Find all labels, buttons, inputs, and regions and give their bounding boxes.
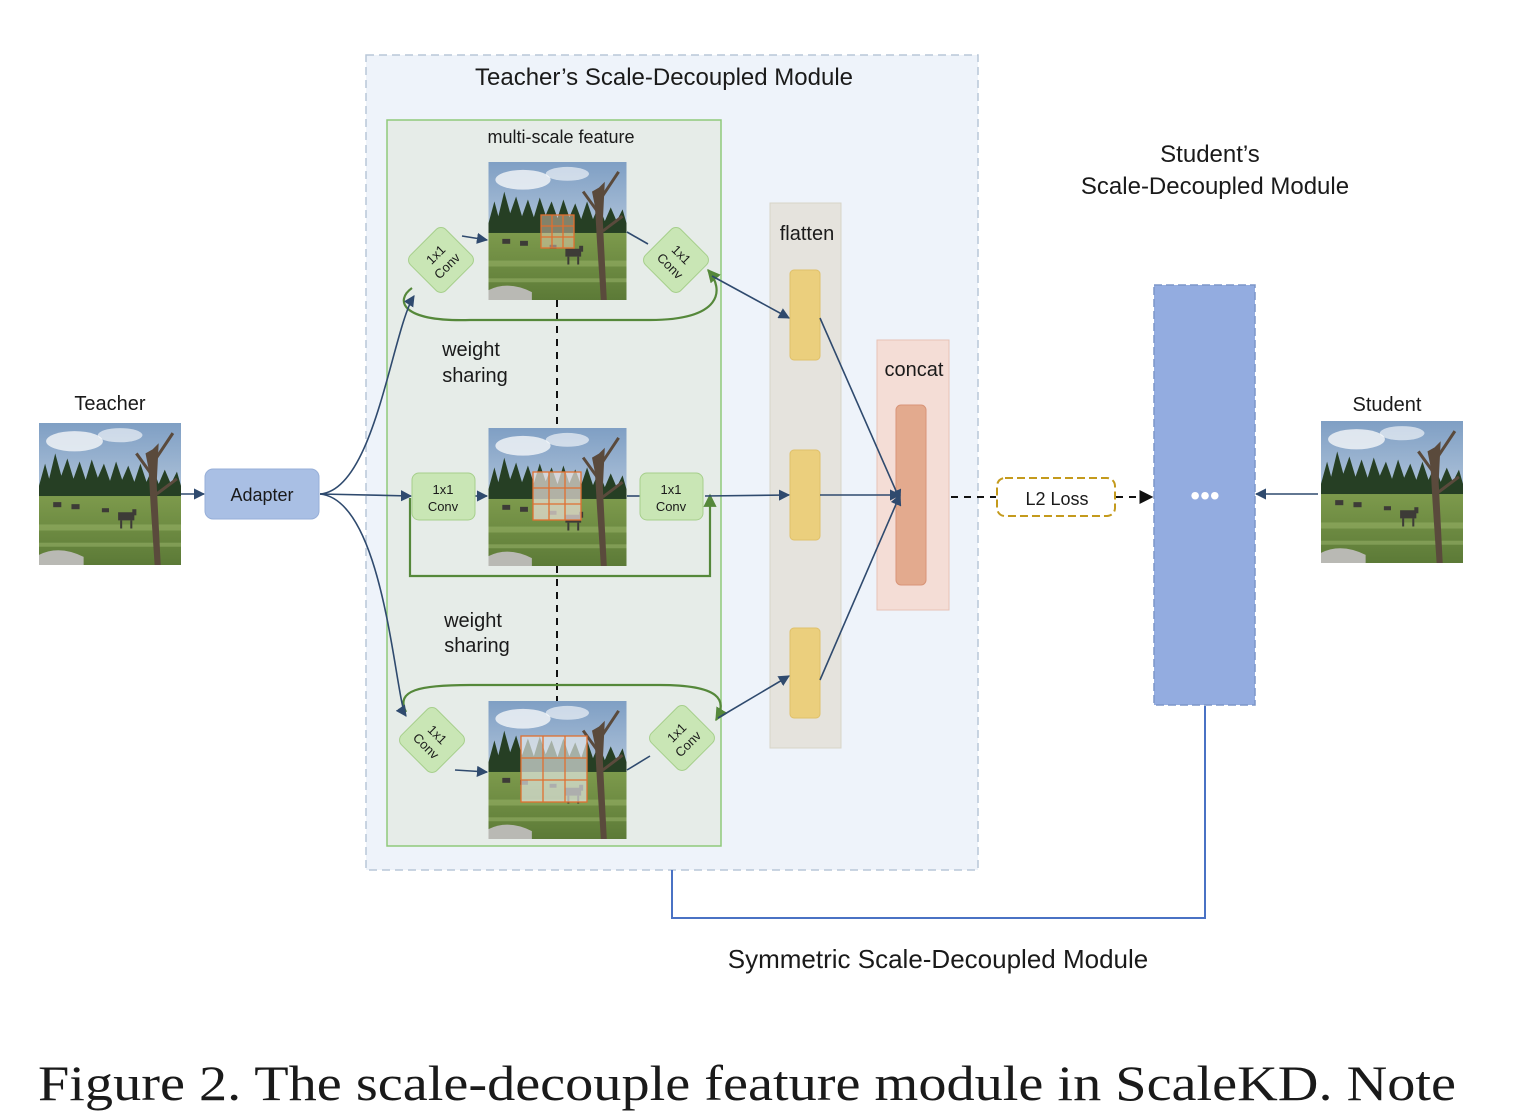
conv-middle-right-line1: 1x1 [661,482,682,497]
student-module-title-line2: Scale-Decoupled Module [1081,173,1349,200]
conv-middle-right: 1x1 Conv [639,472,704,521]
patch-grid-coarse [520,735,588,803]
patch-grid-fine [540,214,575,249]
weight-sharing-lower-line1: weight [443,610,502,632]
flatten-item-middle [789,449,821,541]
teacher-module-title: Teacher’s Scale-Decoupled Module [475,64,853,91]
flatten-item-bottom [789,627,821,719]
weight-sharing-upper-line2: sharing [442,365,508,387]
multiscale-feature-label: multi-scale feature [487,127,634,147]
l2-loss-box [996,477,1116,517]
teacher-input-image [39,423,181,565]
conv-middle-left-line1: 1x1 [433,482,454,497]
conv-top-right: 1x1 Conv [643,227,709,293]
conv-bottom-right: 1x1 Conv [649,705,715,771]
adapter-label: Adapter [230,485,293,505]
concat-label: concat [885,359,944,381]
patch-grid-medium [532,471,582,521]
symmetric-connector [671,706,1206,919]
student-label: Student [1353,394,1422,416]
student-input-image [1321,421,1463,563]
conv-middle-right-line2: Conv [656,499,687,514]
weight-sharing-lower-line2: sharing [444,635,510,657]
flow-arrows [181,231,1318,777]
flatten-item-top [789,269,821,361]
conv-middle-left-line2: Conv [428,499,459,514]
symmetric-label: Symmetric Scale-Decoupled Module [728,944,1149,974]
flatten-label: flatten [780,223,834,245]
conv-middle-left: 1x1 Conv [411,472,476,521]
weight-sharing-upper-line1: weight [441,339,500,361]
figure-caption: Figure 2. The scale-decouple feature mod… [38,1055,1456,1111]
conv-bottom-left: 1x1 Conv [399,707,465,773]
teacher-label: Teacher [74,393,145,415]
student-module-title-line1: Student’s [1160,141,1260,168]
student-module-ellipsis: ••• [1190,480,1219,511]
loop-middle [408,493,717,578]
student-module-block [1153,284,1256,706]
l2-loss-label: L2 Loss [1025,489,1088,509]
loop-bottom [402,683,728,722]
concat-item [895,404,927,586]
conv-top-left: 1x1 Conv [408,227,474,293]
